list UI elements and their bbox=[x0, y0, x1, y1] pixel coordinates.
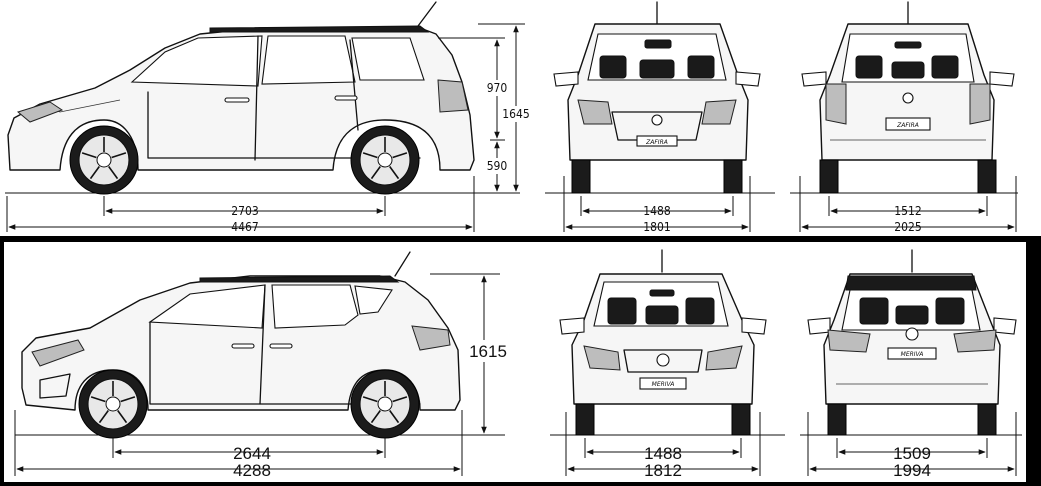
zafira-front-view: ZAFIRA 1488 1801 bbox=[545, 1, 775, 234]
zafira-panel: 970 590 1645 2703 4467 bbox=[5, 1, 1018, 234]
zafira-front-track-label: 1488 bbox=[643, 204, 671, 218]
zafira-length-label: 4467 bbox=[231, 220, 258, 234]
meriva-front-width-label: 1812 bbox=[644, 461, 682, 480]
meriva-rear-track-label: 1509 bbox=[893, 444, 931, 463]
zafira-sill-height-label: 590 bbox=[487, 159, 508, 173]
zafira-rear-view: ZAFIRA 1512 2025 bbox=[790, 1, 1018, 234]
meriva-rear-badge: MERIVA bbox=[901, 351, 924, 358]
meriva-rear-width-label: 1994 bbox=[893, 461, 931, 480]
zafira-height-label: 1645 bbox=[502, 107, 529, 121]
meriva-front-view: MERIVA 1488 1812 bbox=[550, 249, 785, 480]
zafira-front-badge: ZAFIRA bbox=[645, 139, 668, 146]
zafira-rear-track-label: 1512 bbox=[894, 204, 921, 218]
meriva-front-badge: MERIVA bbox=[652, 381, 675, 388]
zafira-front-width-label: 1801 bbox=[643, 220, 670, 234]
zafira-rear-width-label: 2025 bbox=[894, 220, 921, 234]
meriva-height-label: 1615 bbox=[469, 342, 507, 361]
meriva-length-label: 4288 bbox=[233, 461, 271, 480]
zafira-rear-badge: ZAFIRA bbox=[896, 122, 919, 129]
meriva-wheelbase-label: 2644 bbox=[233, 444, 271, 463]
zafira-wheelbase-label: 2703 bbox=[231, 204, 258, 218]
meriva-rear-view: MERIVA 1509 1994 bbox=[800, 249, 1022, 480]
zafira-side-view: 970 590 1645 2703 4467 bbox=[5, 1, 534, 234]
zafira-roof-height-label: 970 bbox=[487, 81, 508, 95]
panel-separator bbox=[0, 236, 1041, 242]
meriva-front-track-label: 1488 bbox=[644, 444, 682, 463]
meriva-panel: 1615 2644 4288 MER bbox=[14, 249, 1022, 480]
meriva-side-view: 1615 2644 4288 bbox=[14, 251, 514, 480]
